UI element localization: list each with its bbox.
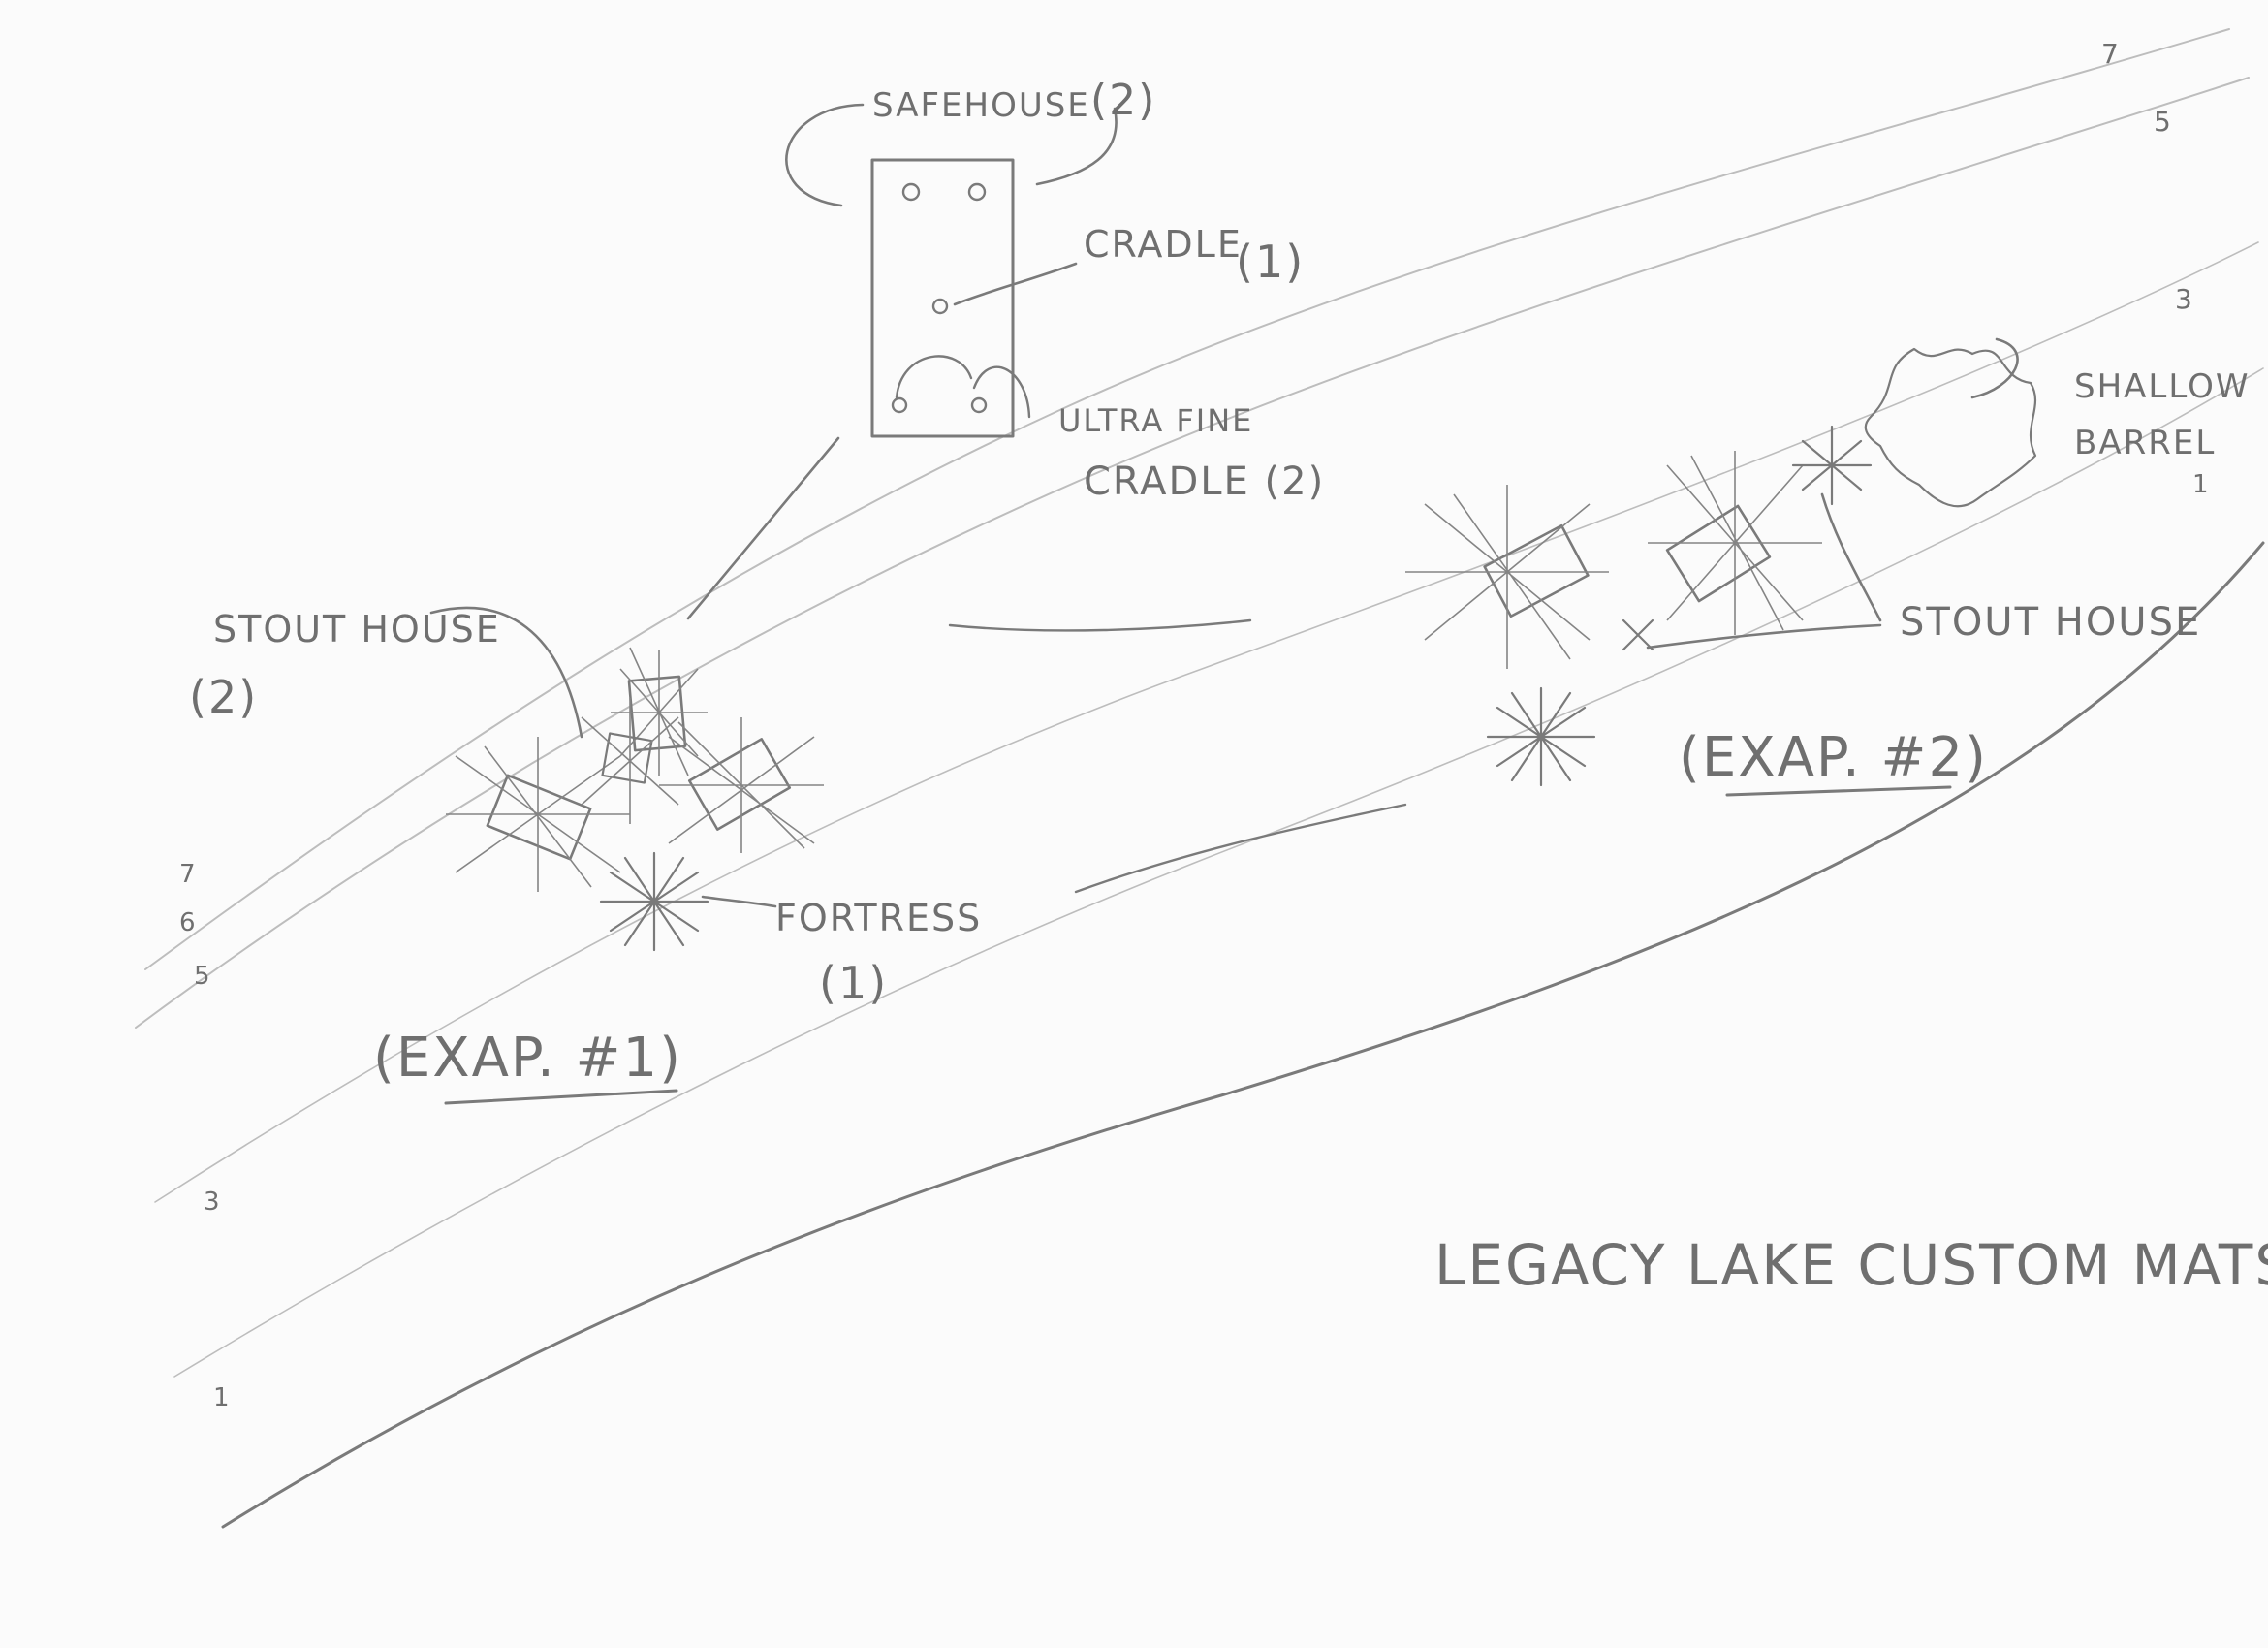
inner-arc <box>895 355 973 399</box>
contour-line <box>173 367 2264 1378</box>
shoreline <box>221 541 2265 1529</box>
safehouse-count: (2) <box>1090 76 1156 125</box>
shallow-barrel-label-line2: BARREL <box>2074 424 2216 462</box>
stout-house-icon <box>581 698 679 824</box>
fortress-arrow <box>701 895 777 908</box>
stout-house-left-label: STOUT HOUSE <box>213 608 501 650</box>
margin-mark: 7 <box>179 860 198 889</box>
cradle-hole <box>931 298 949 315</box>
margin-mark: 5 <box>2154 106 2173 138</box>
margin-mark: 6 <box>179 908 198 937</box>
safehouse-hole <box>967 182 987 202</box>
stout-house-right-label: STOUT HOUSE <box>1900 600 2201 645</box>
expansion-2-underline <box>1725 785 1952 797</box>
margin-mark: 3 <box>204 1188 222 1217</box>
shallow-barrel-label-line1: SHALLOW <box>2074 367 2250 406</box>
stout-house-icon <box>1405 485 1609 669</box>
margin-mark: 7 <box>2101 38 2121 70</box>
expansion-1-terrain-cluster <box>446 647 824 952</box>
contour-line <box>135 77 2250 1029</box>
expansion-2-terrain-cluster <box>1405 347 2037 787</box>
labels: SAFEHOUSE (2) CRADLE (1) ULTRA FINE CRAD… <box>189 76 2268 1298</box>
stout-house-icon <box>659 717 824 853</box>
leader-arrows <box>429 103 2019 908</box>
margin-mark: 1 <box>213 1383 232 1412</box>
stout-house-right-arrow <box>1646 623 1882 650</box>
fortress-label: FORTRESS <box>775 897 982 939</box>
small-terrain-marker <box>1622 425 1873 651</box>
margin-marks-left: 7 6 5 3 1 <box>179 860 232 1412</box>
fortress-icon <box>1486 686 1596 787</box>
contour-segment <box>1074 803 1407 894</box>
expansion-1-label: (EXAP. #1) <box>373 1027 682 1090</box>
cradle-label: CRADLE <box>1084 223 1243 266</box>
stout-house-icon <box>1648 451 1822 635</box>
stout-house-left-count: (2) <box>189 671 258 723</box>
margin-marks-right: 7 5 3 <box>2101 38 2194 315</box>
safehouse-arrow <box>1035 107 1118 186</box>
ultra-fine-cradle-hole <box>970 396 988 414</box>
template-to-mat-arrow <box>686 436 840 620</box>
stout-house-left-arrow <box>429 606 583 739</box>
safehouse-arrow <box>785 103 865 207</box>
margin-mark: 3 <box>2175 283 2194 315</box>
cradle-arrow <box>953 262 1078 306</box>
stout-house-right-arrow <box>1820 492 1882 622</box>
fortress-count: (1) <box>819 957 888 1009</box>
stout-house-icon <box>446 737 630 892</box>
map-title: LEGACY LAKE CUSTOM MATS <box>1434 1232 2268 1298</box>
contour-line <box>144 28 2230 970</box>
margin-mark: 5 <box>194 962 212 991</box>
cradle-count: (1) <box>1236 236 1305 288</box>
inner-arc <box>972 365 1031 419</box>
shallow-barrel-arrow <box>1970 337 2019 399</box>
contour-segment <box>948 618 1252 632</box>
expansion-2-label: (EXAP. #2) <box>1679 726 1988 789</box>
fortress-icon <box>599 851 709 952</box>
shallow-barrel-count: 1 <box>2192 470 2211 499</box>
lake-contours <box>135 28 2265 1529</box>
template-rectangle <box>870 158 1015 438</box>
stout-house-icon <box>611 647 708 776</box>
safehouse-template <box>870 158 1031 438</box>
contour-line <box>154 241 2259 1203</box>
safehouse-hole <box>901 182 921 202</box>
ultra-fine-label-line1: ULTRA FINE <box>1058 402 1253 439</box>
expansion-1-underline <box>444 1089 678 1105</box>
safehouse-label: SAFEHOUSE <box>872 86 1090 125</box>
ultra-fine-cradle-hole <box>891 396 908 414</box>
ultra-fine-label-line2: CRADLE (2) <box>1084 460 1325 504</box>
shallow-barrel-outline <box>1864 347 2037 508</box>
